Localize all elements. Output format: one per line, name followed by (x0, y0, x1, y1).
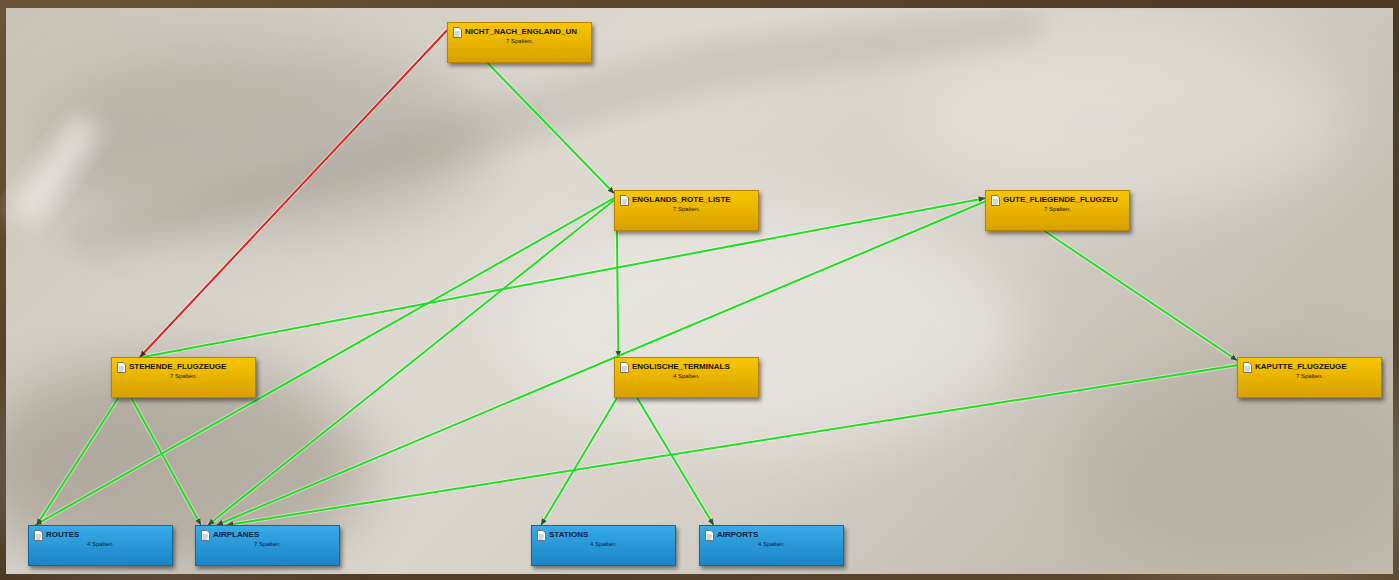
box-title: ROUTES (46, 530, 79, 539)
edge-glow (143, 198, 985, 357)
light-shape (910, 30, 1350, 210)
dependency-arrow (617, 231, 618, 357)
box-title: KAPUTTE_FLUGZEUGE (1255, 362, 1347, 371)
column-count: 7 Spalten. (615, 206, 758, 212)
box-title: ENGLISCHE_TERMINALS (632, 362, 730, 371)
column-count: 7 Spalten. (986, 206, 1129, 212)
box-title: NICHT_NACH_ENGLAND_UN (465, 27, 577, 36)
document-icon (620, 362, 629, 373)
column-count: 4 Spalten. (29, 541, 172, 547)
edge-glow (131, 398, 201, 525)
document-icon (117, 362, 126, 373)
document-icon (201, 530, 210, 541)
edge-glow (488, 63, 614, 193)
box-title: AIRPORTS (717, 530, 758, 539)
table-box: STATIONS 4 Spalten. (531, 525, 676, 566)
edge-glow (37, 398, 119, 525)
edge-glow (1044, 231, 1237, 360)
box-title: GUTE_FLIEGENDE_FLUGZEU (1003, 195, 1118, 204)
edge-glow (541, 398, 617, 525)
table-box: AIRPORTS 4 Spalten. (699, 525, 844, 566)
dependency-arrow (131, 398, 201, 525)
document-icon (1243, 362, 1252, 373)
view-box: ENGLANDS_ROTE_LISTE 7 Spalten. (614, 190, 759, 231)
dependency-arrow (488, 63, 614, 193)
view-box: NICHT_NACH_ENGLAND_UN 7 Spalten. (447, 22, 592, 63)
document-icon (991, 195, 1000, 206)
table-box: ROUTES 4 Spalten. (28, 525, 173, 566)
box-title: STEHENDE_FLUGZEUGE (129, 362, 226, 371)
column-count: 4 Spalten. (532, 541, 675, 547)
dependency-arrow (1044, 231, 1237, 360)
box-title: AIRPLANES (213, 530, 259, 539)
document-icon (34, 530, 43, 541)
document-icon (705, 530, 714, 541)
edge-glow (217, 201, 985, 525)
dependency-arrow (208, 200, 614, 525)
document-icon (537, 530, 546, 541)
box-title: STATIONS (549, 530, 588, 539)
document-icon (620, 195, 629, 206)
edge-glow (637, 398, 713, 525)
dependency-arrow (37, 398, 119, 525)
dependency-arrow (541, 398, 617, 525)
table-box: AIRPLANES 7 Spalten. (195, 525, 340, 566)
box-title: ENGLANDS_ROTE_LISTE (632, 195, 731, 204)
column-count: 7 Spalten. (1238, 373, 1381, 379)
column-count: 7 Spalten. (196, 541, 339, 547)
dependency-arrow (217, 201, 985, 525)
view-box: GUTE_FLIEGENDE_FLUGZEU 7 Spalten. (985, 190, 1130, 231)
edge-glow (617, 231, 618, 357)
column-count: 7 Spalten. (112, 373, 255, 379)
column-count: 4 Spalten. (700, 541, 843, 547)
document-icon (453, 27, 462, 38)
view-box: KAPUTTE_FLUGZEUGE 7 Spalten. (1237, 357, 1382, 398)
column-count: 4 Spalten. (615, 373, 758, 379)
edge-glow (208, 200, 614, 525)
view-box: ENGLISCHE_TERMINALS 4 Spalten. (614, 357, 759, 398)
view-box: STEHENDE_FLUGZEUGE 7 Spalten. (111, 357, 256, 398)
dependency-arrow (35, 198, 614, 525)
column-count: 7 Spalten. (448, 38, 591, 44)
dependency-arrow (143, 198, 985, 357)
light-streak (8, 112, 101, 228)
dependency-arrow (637, 398, 713, 525)
wing-shape (60, 10, 1040, 260)
light-shape (500, 210, 1020, 450)
